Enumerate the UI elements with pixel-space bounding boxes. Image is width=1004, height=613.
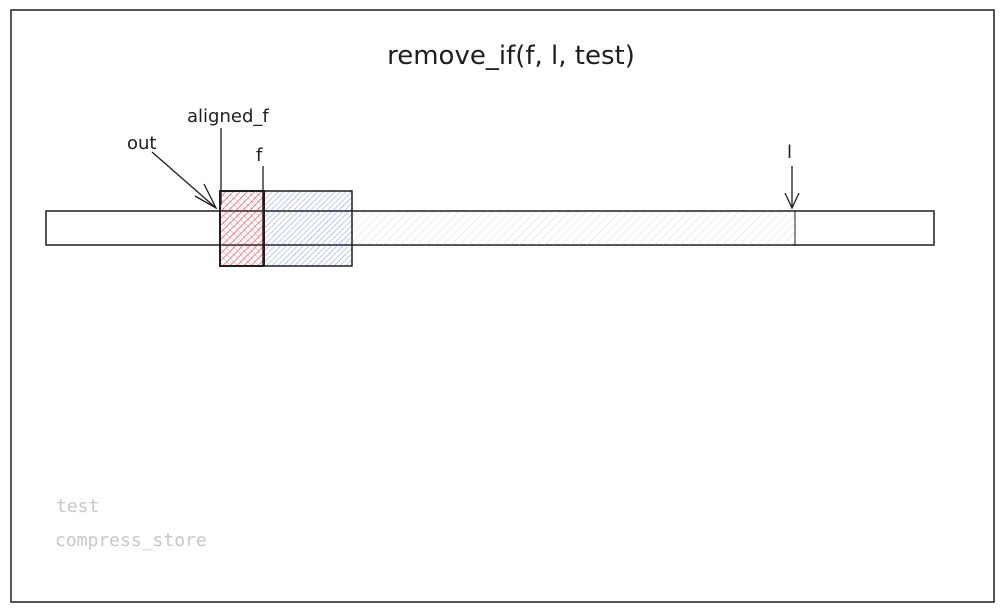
outer-frame — [10, 9, 995, 603]
legend-compress-store: compress_store — [55, 530, 207, 551]
red-block-crosshatch — [220, 191, 264, 266]
label-aligned-f: aligned_f — [187, 106, 269, 127]
out-arrow-head — [194, 183, 218, 210]
label-l: l — [787, 142, 792, 163]
remaining-range — [352, 212, 795, 245]
l-arrow-head — [784, 192, 800, 210]
diagram-title: remove_if(f, l, test) — [387, 41, 635, 71]
label-f: f — [256, 145, 263, 166]
blue-block — [262, 190, 353, 267]
legend-test: test — [56, 496, 99, 517]
label-out: out — [127, 133, 156, 154]
out-arrow — [151, 151, 217, 209]
